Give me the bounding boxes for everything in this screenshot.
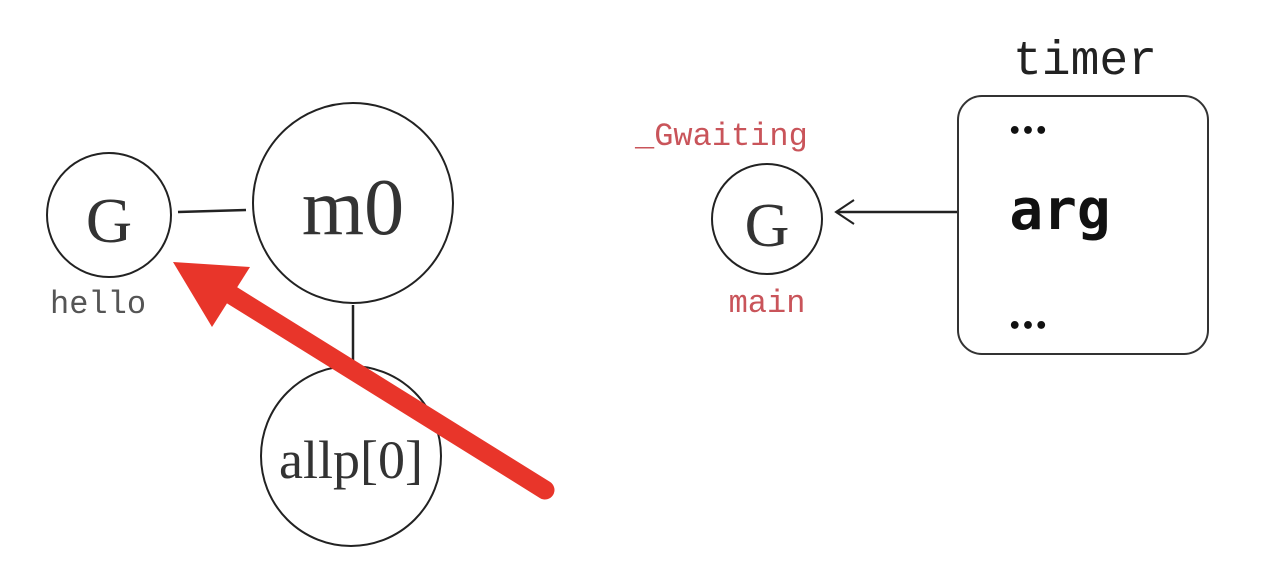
timer-title: timer xyxy=(1013,35,1157,89)
highlight-arrow xyxy=(173,262,555,500)
machine-m0-label: m0 xyxy=(302,164,404,252)
highlight-arrow-head xyxy=(173,262,250,327)
left-group: G hello m0 allp[0] xyxy=(46,102,555,547)
timer-field-arg: arg xyxy=(1009,178,1110,243)
timer-field-ellipsis-top: ••• xyxy=(1008,119,1048,144)
timer-field-ellipsis-bottom: ••• xyxy=(1008,314,1048,339)
goroutine-hello-node xyxy=(46,152,172,278)
right-group: _Gwaiting G main timer ••• arg ••• xyxy=(634,35,1209,355)
goroutine-main-symbol: G xyxy=(745,192,790,260)
goroutine-main-name: main xyxy=(729,285,806,322)
timer-struct-box xyxy=(957,95,1209,355)
goroutine-hello-symbol: G xyxy=(86,185,132,256)
arg-pointer-arrowhead-icon xyxy=(834,199,855,225)
highlight-arrow-shaft xyxy=(220,284,555,500)
goroutine-status-label: _Gwaiting xyxy=(634,118,808,155)
machine-m0-node xyxy=(252,102,454,304)
g-m0-link xyxy=(177,208,247,214)
processor-allp0-label: allp[0] xyxy=(279,430,423,490)
goroutine-hello-name: hello xyxy=(50,286,146,323)
goroutine-main-node xyxy=(711,163,823,275)
